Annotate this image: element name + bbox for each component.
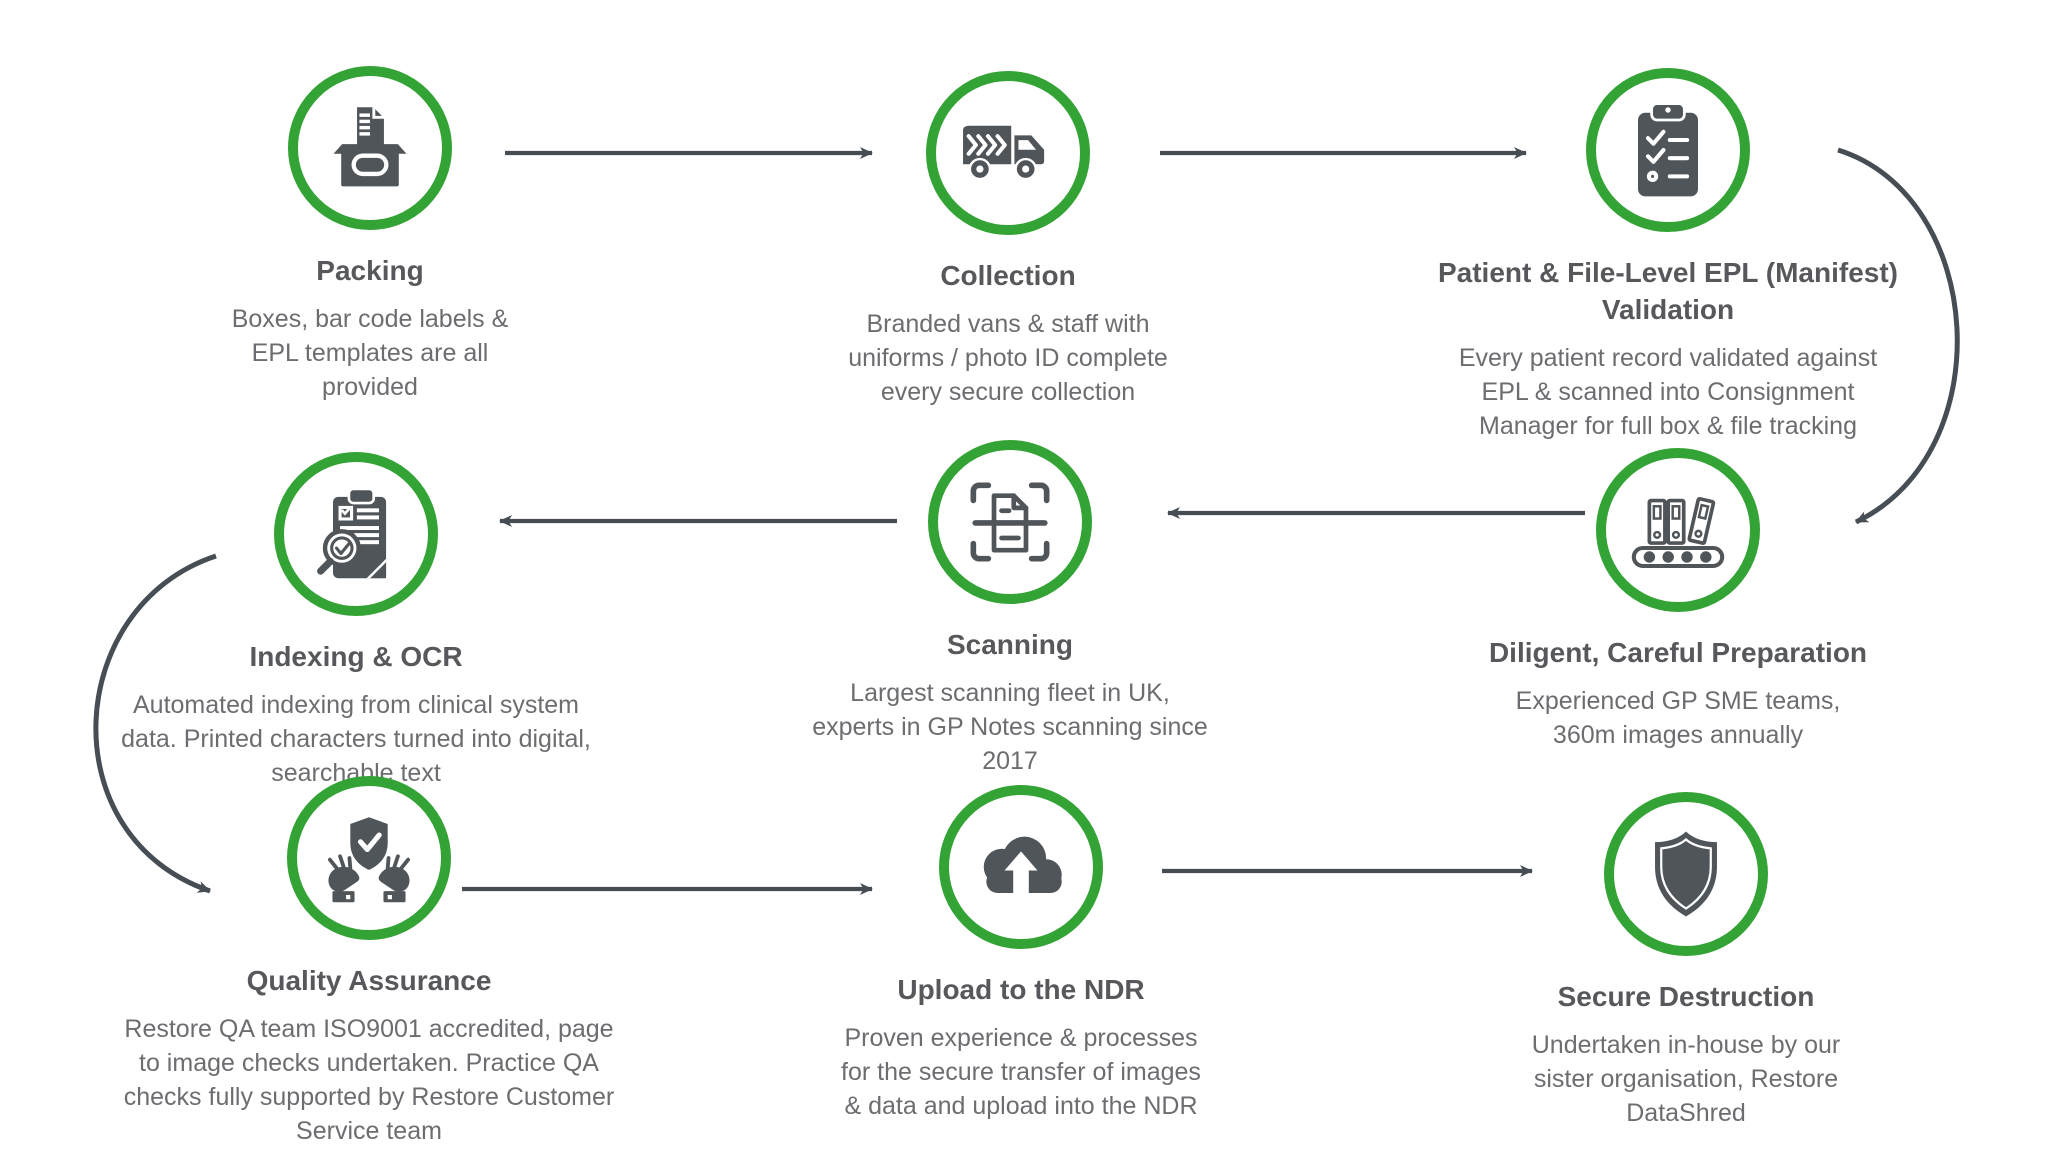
clipboard-checklist-icon bbox=[1638, 102, 1698, 197]
step-preparation: Diligent, Careful Preparation Experience… bbox=[1398, 448, 1958, 752]
delivery-truck-icon bbox=[963, 125, 1045, 181]
step-title: Scanning bbox=[946, 629, 1073, 660]
step-quality-assurance: Quality Assurance Restore QA team ISO900… bbox=[89, 776, 649, 1148]
step-description: Restore QA team ISO9001 accredited, page… bbox=[123, 1015, 615, 1145]
hands-shield-check-icon bbox=[327, 817, 411, 903]
step-description: Undertaken in-house by our sister organi… bbox=[1531, 1031, 1841, 1127]
step-indexing-ocr: Indexing & OCR Automated indexing from c… bbox=[76, 452, 636, 790]
step-icon-badge bbox=[939, 785, 1103, 949]
step-description: Automated indexing from clinical system … bbox=[121, 691, 591, 787]
step-description: Boxes, bar code labels & EPL templates a… bbox=[231, 305, 509, 401]
step-icon-badge bbox=[926, 71, 1090, 235]
archive-box-icon bbox=[333, 104, 407, 187]
shield-icon bbox=[1655, 831, 1717, 917]
step-icon-badge bbox=[274, 452, 438, 616]
step-title: Indexing & OCR bbox=[249, 641, 463, 672]
step-title: Packing bbox=[316, 255, 424, 286]
step-icon-badge bbox=[1596, 448, 1760, 612]
step-collection: Collection Branded vans & staff with uni… bbox=[728, 71, 1288, 409]
step-title: Diligent, Careful Preparation bbox=[1488, 637, 1868, 668]
step-title: Patient & File-Level EPL (Manifest) Vali… bbox=[1437, 257, 1899, 325]
step-description: Experienced GP SME teams, 360m images an… bbox=[1515, 687, 1841, 749]
cloud-upload-icon bbox=[983, 836, 1062, 893]
step-icon-badge bbox=[1604, 792, 1768, 956]
step-title: Collection bbox=[940, 260, 1076, 291]
step-upload-ndr: Upload to the NDR Proven experience & pr… bbox=[741, 785, 1301, 1123]
step-icon-badge bbox=[288, 66, 452, 230]
clipboard-magnifier-icon bbox=[317, 487, 387, 579]
step-title: Upload to the NDR bbox=[897, 974, 1145, 1005]
step-icon-badge bbox=[287, 776, 451, 940]
step-packing: Packing Boxes, bar code labels & EPL tem… bbox=[90, 66, 650, 404]
step-title: Quality Assurance bbox=[246, 965, 492, 996]
step-description: Branded vans & staff with uniforms / pho… bbox=[848, 310, 1168, 406]
step-description: Proven experience & processes for the se… bbox=[841, 1024, 1201, 1120]
step-epl-validation: Patient & File-Level EPL (Manifest) Vali… bbox=[1388, 68, 1948, 443]
step-icon-badge bbox=[928, 440, 1092, 604]
document-scan-icon bbox=[970, 482, 1050, 562]
step-scanning: Scanning Largest scanning fleet in UK, e… bbox=[730, 440, 1290, 778]
binders-conveyor-icon bbox=[1631, 496, 1725, 569]
step-title: Secure Destruction bbox=[1557, 981, 1815, 1012]
step-description: Every patient record validated against E… bbox=[1458, 344, 1878, 440]
step-description: Largest scanning fleet in UK, experts in… bbox=[812, 679, 1208, 775]
step-icon-badge bbox=[1586, 68, 1750, 232]
step-secure-destruction: Secure Destruction Undertaken in-house b… bbox=[1406, 792, 1966, 1130]
